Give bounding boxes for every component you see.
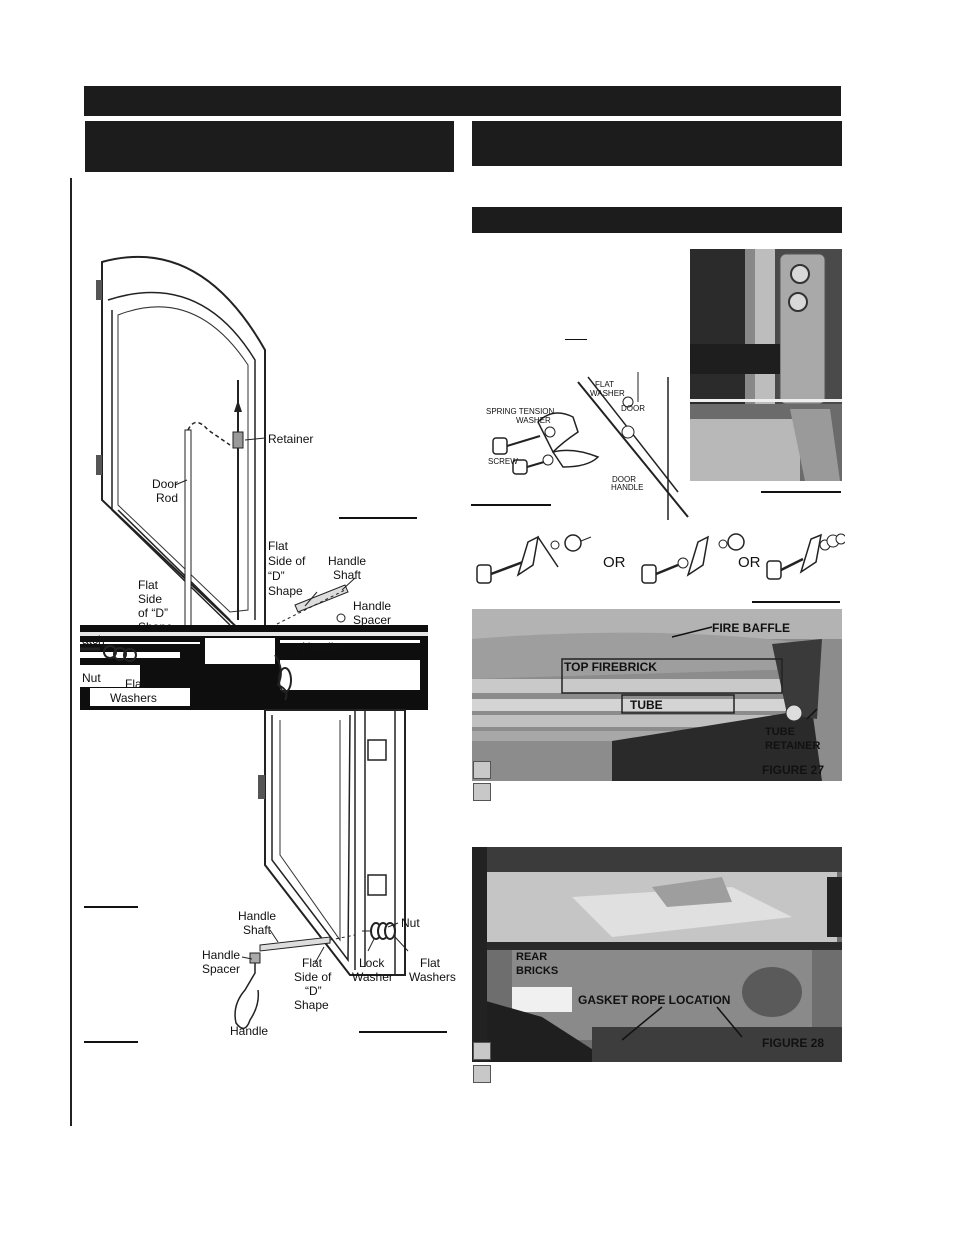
bottom-flat-washers-2: Washers	[409, 970, 456, 984]
washer-order-variants: OR OR	[473, 517, 845, 597]
gasket-rope-location-label: GASKET ROPE LOCATION	[578, 993, 730, 1007]
checkbox-marker	[473, 783, 491, 801]
bottom-lock-washer-2: Washer	[352, 970, 393, 984]
figure-caption-rule	[761, 491, 841, 493]
hinge-washer-diagram: FLAT WASHER SPRING TENSION WASHER DOOR S…	[478, 372, 693, 520]
rear-bricks-label-1: REAR	[516, 951, 547, 963]
spring-tension-label-2: WASHER	[516, 416, 551, 425]
flat-side-d-right-2: Side of	[268, 554, 306, 568]
handle-shaft-label-1: Handle	[328, 554, 366, 568]
checkbox-marker	[473, 761, 491, 779]
figure-caption-rule	[471, 504, 551, 506]
bottom-handle-spacer-1: Handle	[202, 948, 240, 962]
door-handle-diagram-top: Retainer Door Rod Flat Side of “D” Shape…	[80, 240, 440, 710]
bottom-flat-side-4: Shape	[294, 998, 329, 1012]
figure-caption-rule	[84, 906, 138, 908]
or-label-1: OR	[603, 554, 626, 571]
door-handle-diagram-bottom: Handle Shaft Handle Spacer Flat Side of …	[190, 705, 460, 1045]
flat-washer-label-2: WASHER	[590, 389, 625, 398]
figure-caption-rule	[565, 339, 587, 340]
right-subsection-header	[472, 207, 842, 233]
door-rod-label-2: Rod	[156, 491, 178, 505]
flat-side-d-right-3: “D”	[268, 569, 285, 583]
fire-baffle-label: FIRE BAFFLE	[712, 621, 790, 635]
door-label: DOOR	[621, 404, 645, 413]
checkbox-marker	[473, 1042, 491, 1060]
left-margin-rule	[70, 178, 72, 1126]
top-firebrick-label: TOP FIREBRICK	[564, 660, 657, 674]
flat-side-d-left-2: Side	[138, 592, 162, 606]
door-handle-label-2: HANDLE	[611, 483, 643, 492]
handle-shaft-label-2: Shaft	[333, 568, 362, 582]
bottom-flat-side-3: “D”	[305, 984, 322, 998]
handle-spacer-label-2: Spacer	[353, 613, 391, 627]
checkbox-marker	[473, 1065, 491, 1083]
right-section-header	[472, 121, 842, 166]
bottom-handle-label: Handle	[230, 1024, 268, 1038]
screw-label: SCREW	[488, 457, 518, 466]
flat-washers-label-2: Washers	[110, 691, 157, 705]
tube-retainer-label-1: TUBE	[765, 726, 795, 738]
hinge-photo	[690, 249, 842, 481]
bottom-handle-shaft-1: Handle	[238, 909, 276, 923]
retainer-label: Retainer	[268, 432, 313, 446]
figure-27-label: FIGURE 27	[762, 763, 824, 777]
tube-retainer-label-2: RETAINER	[765, 740, 820, 752]
bottom-flat-side-1: Flat	[302, 956, 323, 970]
figure-caption-rule	[84, 1041, 138, 1043]
handle-label: Handle	[302, 640, 340, 654]
flat-side-d-left-1: Flat	[138, 578, 159, 592]
bottom-flat-side-2: Side of	[294, 970, 332, 984]
flat-washer-label-1: FLAT	[595, 380, 614, 389]
figure-28-label: FIGURE 28	[762, 1036, 824, 1050]
nut-label: Nut	[82, 671, 101, 685]
bottom-lock-washer-1: Lock	[359, 956, 385, 970]
spring-tension-label-1: SPRING TENSION	[486, 407, 555, 416]
bottom-flat-washers-1: Flat	[420, 956, 441, 970]
figure-caption-rule	[752, 601, 840, 603]
page-header-bar	[84, 86, 841, 116]
door-rod-label-1: Door	[152, 477, 178, 491]
or-label-2: OR	[738, 554, 761, 571]
flat-washers-label-1: Flat	[125, 677, 146, 691]
door-handle-label-1: DOOR	[612, 475, 636, 484]
bottom-nut-label: Nut	[401, 916, 420, 930]
left-section-header	[85, 121, 454, 172]
handle-spacer-label-1: Handle	[353, 599, 391, 613]
tube-label: TUBE	[630, 698, 663, 712]
flat-side-d-right-4: Shape	[268, 584, 303, 598]
figure-28-photo: REAR BRICKS GASKET ROPE LOCATION FIGURE …	[472, 847, 842, 1062]
figure-caption-rule	[359, 1031, 447, 1033]
bottom-handle-spacer-2: Spacer	[202, 962, 240, 976]
rear-bricks-label-2: BRICKS	[516, 965, 558, 977]
bottom-handle-shaft-2: Shaft	[243, 923, 272, 937]
flat-side-d-left-3: of “D”	[138, 606, 168, 620]
flat-side-d-right-1: Flat	[268, 539, 289, 553]
figure-caption-rule	[339, 517, 417, 519]
latch-label: atch	[82, 633, 105, 647]
figure-27-photo: FIRE BAFFLE TOP FIREBRICK TUBE TUBE RETA…	[472, 609, 842, 781]
